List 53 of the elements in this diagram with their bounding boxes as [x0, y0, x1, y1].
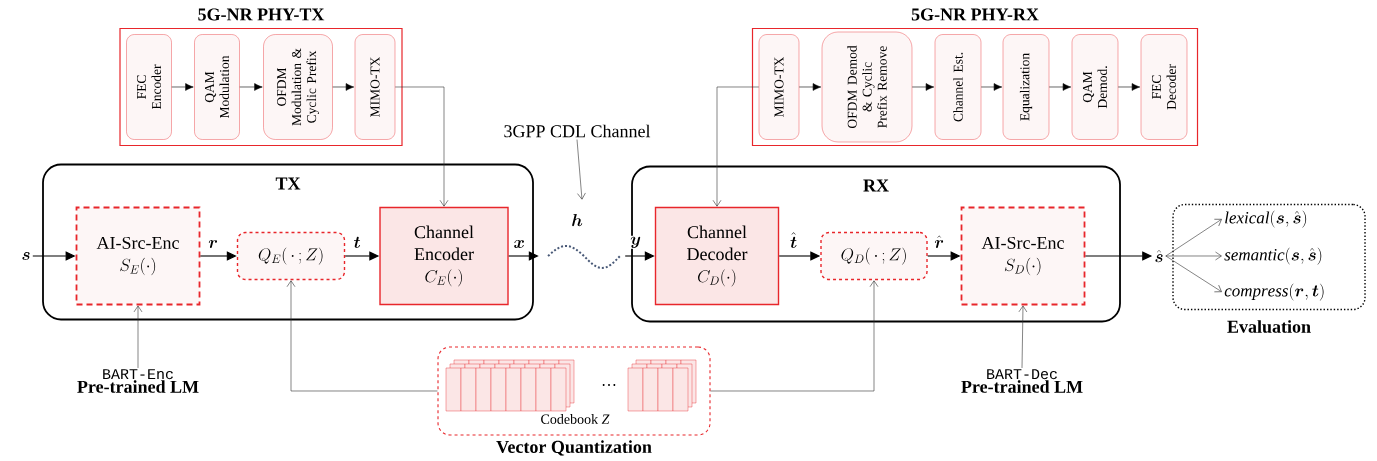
node-label: Evaluation: [1227, 320, 1311, 333]
arrow: [133, 305, 143, 369]
arrow: [911, 83, 935, 91]
metric-label: $\mathit{lexical}(\boldsymbol{s},\hat{\boldsymbol{s}})$: [1225, 210, 1307, 228]
arrow: [1165, 255, 1222, 293]
signal-label: $\boldsymbol{s}$: [22, 252, 30, 260]
signal-label: 3GPP CDL Channel: [504, 124, 651, 138]
process-box: QAM Modulation: [194, 34, 240, 140]
arrow: [394, 86, 449, 207]
process-box: Channel Decoder $C_D(\cdot)$: [654, 206, 780, 306]
arrow: [1048, 83, 1072, 91]
process-box: OFDM Demod & Cyclic Prefix Remove: [821, 31, 913, 143]
arrow: [710, 280, 879, 392]
arrow: [712, 86, 760, 207]
process-box: Equalization: [1002, 34, 1050, 140]
process-box: FEC Encoder: [126, 34, 172, 140]
quantizer-box: $Q_E(\,\cdot\,;Z)$: [236, 231, 346, 281]
arrow: [239, 83, 263, 91]
process-box: Channel Est.: [934, 34, 982, 140]
process-box: AI-Src-Enc $S_D(\cdot)$: [960, 206, 1086, 306]
arrow: [332, 83, 355, 91]
edge-label: $\hat{\boldsymbol{t}}$: [789, 231, 799, 249]
arrow: [576, 139, 586, 200]
metric-label: $\mathit{compress}(\boldsymbol{r},\boldsymbol{t})$: [1224, 283, 1324, 301]
model-label: BART-Dec Pre-trained LM: [961, 369, 1083, 393]
node-label: 5G-NR PHY-RX: [911, 8, 1039, 21]
arrow: [1165, 218, 1222, 257]
model-label: BART-Enc Pre-trained LM: [77, 369, 199, 393]
process-box: QAM Demod.: [1071, 34, 1119, 140]
process-box: FEC Decoder: [1140, 34, 1188, 140]
metric-label: $\mathit{semantic}(\boldsymbol{s},\hat{\boldsymbol{s}})$: [1224, 247, 1322, 265]
process-box: MIMO-TX: [354, 34, 396, 140]
channel-wave: $\boldsymbol{h}$: [547, 214, 621, 269]
process-box: MIMO-TX: [758, 34, 800, 140]
arrow: [286, 280, 438, 392]
arrow: [798, 83, 822, 91]
signal-label: $\hat{\boldsymbol{s}}$: [1155, 249, 1163, 263]
edge-label: $\boldsymbol{t}$: [352, 235, 362, 249]
arrow: [1117, 83, 1141, 91]
process-box: Channel Encoder $C_E(\cdot)$: [379, 206, 509, 306]
arrow: [1165, 251, 1222, 261]
edge-label: $\boldsymbol{y}$: [629, 235, 642, 249]
ellipsis: …: [602, 384, 616, 386]
process-box: AI-Src-Enc $S_E(\cdot)$: [75, 206, 201, 306]
edge-label: $\boldsymbol{r}$: [207, 239, 219, 249]
process-box: OFDM Modulation & Cyclic Prefix: [263, 34, 333, 140]
arrow: [171, 83, 194, 91]
edge-label: $\hat{\boldsymbol{r}}$: [933, 234, 946, 249]
arrow: [1018, 305, 1028, 369]
edge-label: $\boldsymbol{x}$: [512, 239, 526, 249]
node-label: 5G-NR PHY-TX: [198, 8, 325, 21]
arrow: [980, 83, 1003, 91]
quantizer-box: $Q_D(\,\cdot\,;Z)$: [820, 231, 928, 281]
